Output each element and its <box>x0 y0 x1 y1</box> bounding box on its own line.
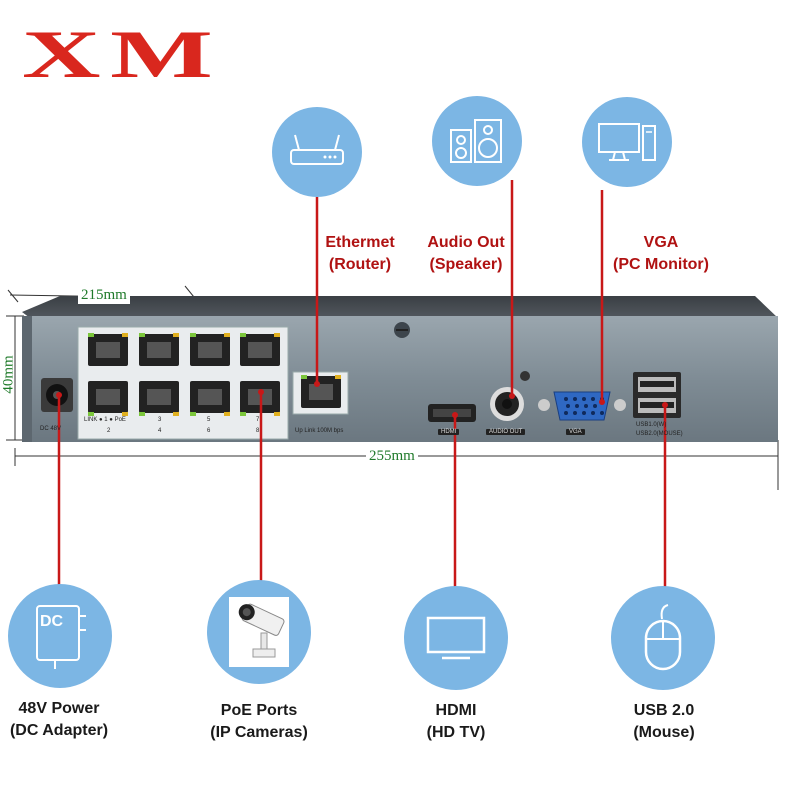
poe-label-line1: PoE Ports <box>220 702 298 719</box>
dc-adapter-icon: DC <box>30 601 90 671</box>
hdmi-label-line1: HDMI <box>435 702 477 719</box>
port-row-label-5: 5 <box>207 417 211 423</box>
usb-label: USB 2.0 (Mouse) <box>614 700 714 744</box>
uplink-label: Up Link 100M bps <box>295 428 344 434</box>
power-callout-circle: DC <box>8 584 112 688</box>
power-label-line1: 48V Power <box>18 700 100 717</box>
device-top-edge <box>22 296 778 318</box>
power-label-line2: (DC Adapter) <box>9 722 109 739</box>
depth-label: 215mm <box>78 287 130 304</box>
port-col-label-6: 6 <box>207 428 211 434</box>
port-col-label-8: 8 <box>256 428 260 434</box>
usb-label-line1: USB 2.0 <box>633 702 695 719</box>
router-icon <box>290 134 344 165</box>
pc-monitor-icon <box>598 123 656 161</box>
ethernet-callout-circle <box>272 107 362 197</box>
callout-lines <box>57 180 667 590</box>
hdmi-callout-circle <box>404 586 508 690</box>
audio-caption: AUDIO OUT <box>486 429 526 435</box>
usb-callout-circle <box>611 586 715 690</box>
width-label: 255mm <box>366 448 418 465</box>
hdmi-caption: HDMI <box>438 429 460 435</box>
speaker-icon <box>450 119 502 163</box>
ethernet-label: Ethermet (Router) <box>312 232 408 276</box>
height-label: 40mm <box>0 355 17 394</box>
port-col-label-4: 4 <box>158 428 162 434</box>
dc-label: DC 48V <box>40 426 62 432</box>
vga-label-line2: (PC Monitor) <box>613 256 709 273</box>
usb-caption-2: USB2.0(MOUSE) <box>636 431 683 437</box>
audio-label: Audio Out (Speaker) <box>414 232 518 276</box>
usb-label-line2: (Mouse) <box>633 724 695 741</box>
ip-camera-icon <box>229 597 289 667</box>
vga-callout-circle <box>582 97 672 187</box>
hdmi-label: HDMI (HD TV) <box>406 700 506 744</box>
vga-caption: VGA <box>566 429 585 435</box>
hdmi-label-line2: (HD TV) <box>426 724 486 741</box>
ethernet-label-line2: (Router) <box>328 256 392 273</box>
logo-text: XM <box>22 16 223 92</box>
dc-icon-text: DC <box>40 613 64 630</box>
power-label: 48V Power (DC Adapter) <box>0 698 118 742</box>
mouse-icon <box>644 604 682 671</box>
port-row-label-7: 7 <box>256 417 260 423</box>
tv-icon <box>426 616 486 660</box>
audio-label-line1: Audio Out <box>427 234 505 251</box>
poe-callout-circle <box>207 580 311 684</box>
port-row-label-3: 3 <box>158 417 162 423</box>
audio-callout-circle <box>432 96 522 186</box>
port-row-label-1: LINK ● 1 ● PoE <box>84 417 126 423</box>
ethernet-label-line1: Ethermet <box>325 234 395 251</box>
usb-caption-1: USB1.0(W) <box>636 422 667 428</box>
port-col-label-2: 2 <box>107 428 111 434</box>
brand-logo: XM <box>22 20 222 88</box>
poe-ports <box>88 334 280 413</box>
vga-label-line1: VGA <box>643 234 679 251</box>
poe-label-line2: (IP Cameras) <box>210 724 308 741</box>
audio-label-line2: (Speaker) <box>429 256 503 273</box>
poe-label: PoE Ports (IP Cameras) <box>198 700 320 744</box>
vga-label: VGA (PC Monitor) <box>600 232 722 276</box>
